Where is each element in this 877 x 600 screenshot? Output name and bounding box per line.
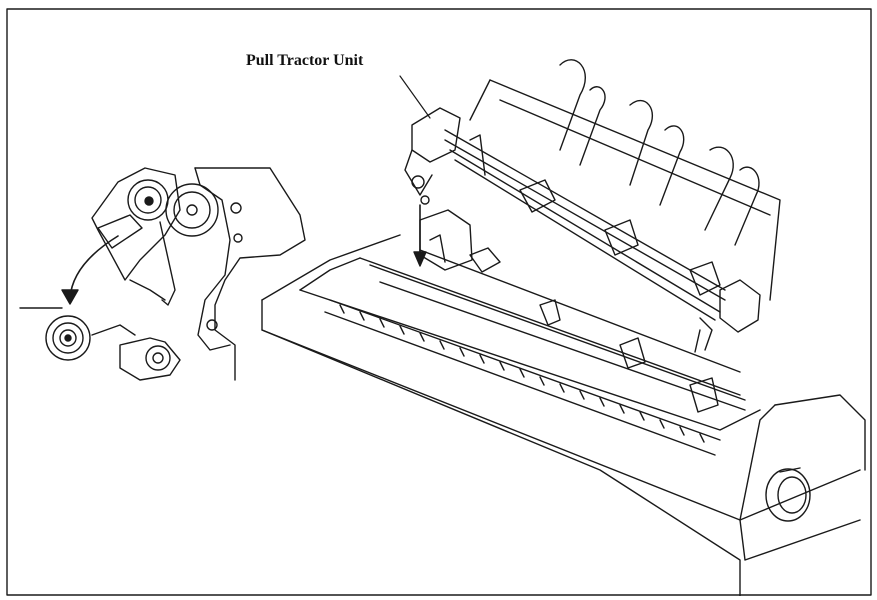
pull-tractor-unit xyxy=(400,60,780,352)
illustration-frame: Pull Tractor Unit xyxy=(6,8,872,596)
pull-tractor-unit-label: Pull Tractor Unit xyxy=(246,52,364,69)
tear-teeth xyxy=(340,305,704,442)
detail-inset xyxy=(20,168,305,380)
printer-body xyxy=(262,210,865,596)
figure-border xyxy=(7,9,871,595)
printer-illustration xyxy=(6,8,872,596)
